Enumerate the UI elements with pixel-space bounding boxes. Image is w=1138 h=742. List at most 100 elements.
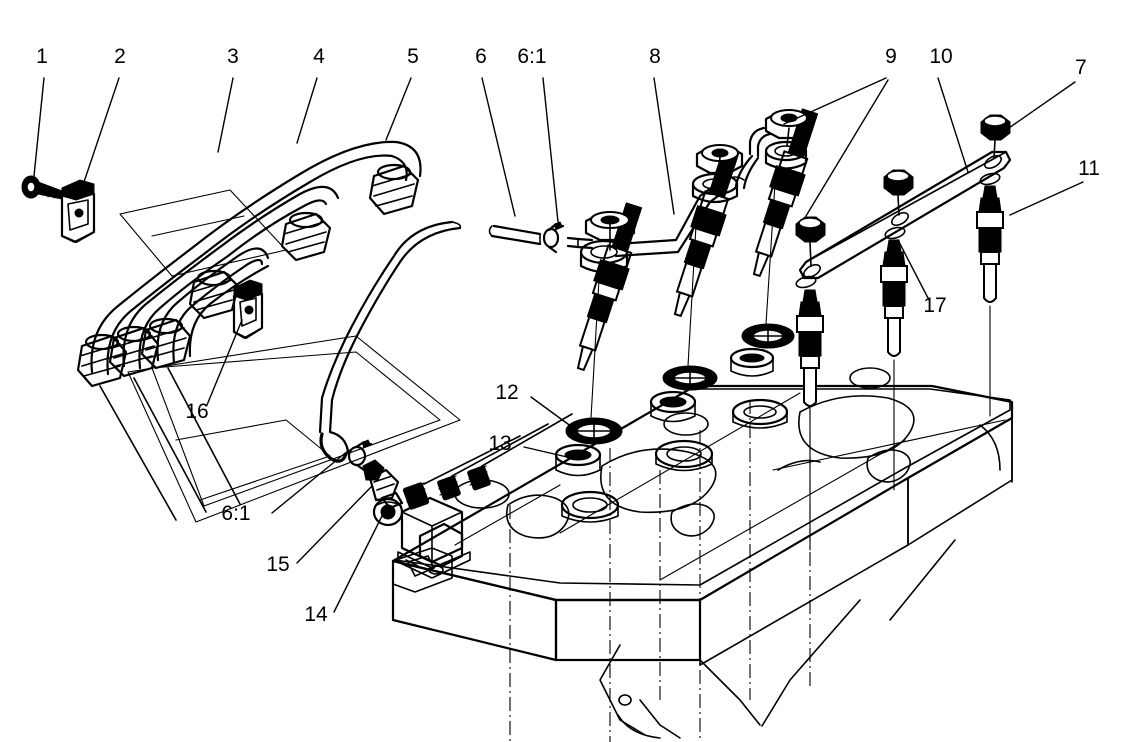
leader-line [523,446,568,458]
callout-5: 5 [385,45,419,141]
glow-plug-nut-left [795,216,826,267]
leader-line [333,513,384,613]
leak-off-hose-6 [488,221,565,254]
leader-line [206,319,243,406]
banjo-nut-left [584,211,636,251]
callout-number: 11 [1078,157,1100,180]
leader-line [296,77,318,144]
leader-line [1005,81,1076,131]
leader-line [542,77,559,223]
leader-line [937,77,969,173]
glow-plug-washer-17 [884,226,906,240]
delivery-valve-holders [402,465,491,510]
leader-line [481,77,516,217]
injector-seals-group [554,323,795,523]
injector-seat-3 [731,398,789,429]
callout-6: 6 [475,45,516,217]
callout-number: 17 [923,294,946,317]
callout-12: 12 [495,381,573,428]
glow-plug-washer-left [795,275,817,289]
callout-number: 15 [266,553,289,576]
callout-10: 10 [929,45,969,173]
fuel-return-rail-8 [566,109,813,274]
callout-17: 17 [897,239,947,317]
callout-13: 13 [488,432,568,458]
callout-6-1: 6:1 [221,449,350,525]
callout-number: 13 [488,432,511,455]
leader-line [33,77,45,177]
callout-number: 6:1 [221,502,250,525]
callout-number: 9 [885,45,897,68]
callout-number: 1 [36,45,48,68]
fuel-shutoff-solenoid-15 [362,459,404,510]
clamp-bracket-16 [232,279,264,340]
callout-9: 9 [783,45,897,125]
glow-plug-nut-middle [883,169,914,216]
callout-7: 7 [1005,56,1087,131]
line-fitting-3 [188,269,240,320]
leader-line [83,77,120,183]
glow-plug-middle [880,239,908,491]
callout-number: 6:1 [517,45,546,68]
callout-15: 15 [266,485,373,576]
glow-plug-left [796,289,824,551]
callout-number: 4 [313,45,325,68]
clamp-bracket-2 [60,179,96,244]
callout-3: 3 [217,45,239,153]
banjo-joint-right [691,144,744,204]
injector-sleeve-mid [649,390,697,423]
leader-line [897,239,930,301]
callout-number: 8 [649,45,661,68]
callout-c9b [805,79,889,217]
banjo-joint-left [579,211,636,274]
callout-number: 6 [475,45,487,68]
callout-number: 2 [114,45,126,68]
banjo-nut-exploded-9 [748,109,813,170]
line-fitting-5 [368,163,420,216]
injector-sleeve-right [729,347,775,377]
callout-8: 8 [649,45,675,215]
leader-line [653,77,675,215]
callout-number: 10 [929,45,952,68]
callout-number: 14 [304,603,328,626]
hose-clamp-6-1-lower [347,439,373,472]
callout-6-1: 6:1 [517,45,559,223]
injector-seat-2 [654,439,714,472]
leader-line [530,396,573,428]
leader-line [1009,181,1084,216]
callout-number: 7 [1075,56,1087,79]
injector-seal-washer-12 [565,417,623,445]
glow-plug-assembly [795,114,1012,551]
bolt-and-clamps [21,175,264,340]
bolt-1 [21,175,63,200]
leader-line [805,79,889,217]
callout-number: 3 [227,45,239,68]
injector-3 [752,108,819,278]
callout-11: 11 [1009,157,1100,216]
leader-line [296,485,373,564]
callout-number: 5 [407,45,419,68]
callout-16: 16 [185,319,243,423]
leader-line [217,77,234,153]
injector-sleeve-13 [554,443,602,477]
injection-pump-body [397,465,491,579]
injector-seat-1 [560,490,620,523]
banjo-nut-right [695,144,744,183]
callout-number: 16 [185,400,208,423]
callout-14: 14 [304,513,384,626]
leader-line [271,449,350,514]
hose-clamp-6-1-upper [542,221,565,254]
pump-supply-assembly [318,220,573,579]
glow-plug-nut-right-7 [980,114,1011,159]
leader-line [385,77,412,141]
callout-1: 1 [33,45,48,177]
callout-4: 4 [296,45,325,144]
injector-seal-washer-right [741,323,795,349]
leader-line [783,77,887,125]
glow-plug-washer-right [979,172,1001,186]
line-pump-fittings [76,317,192,388]
